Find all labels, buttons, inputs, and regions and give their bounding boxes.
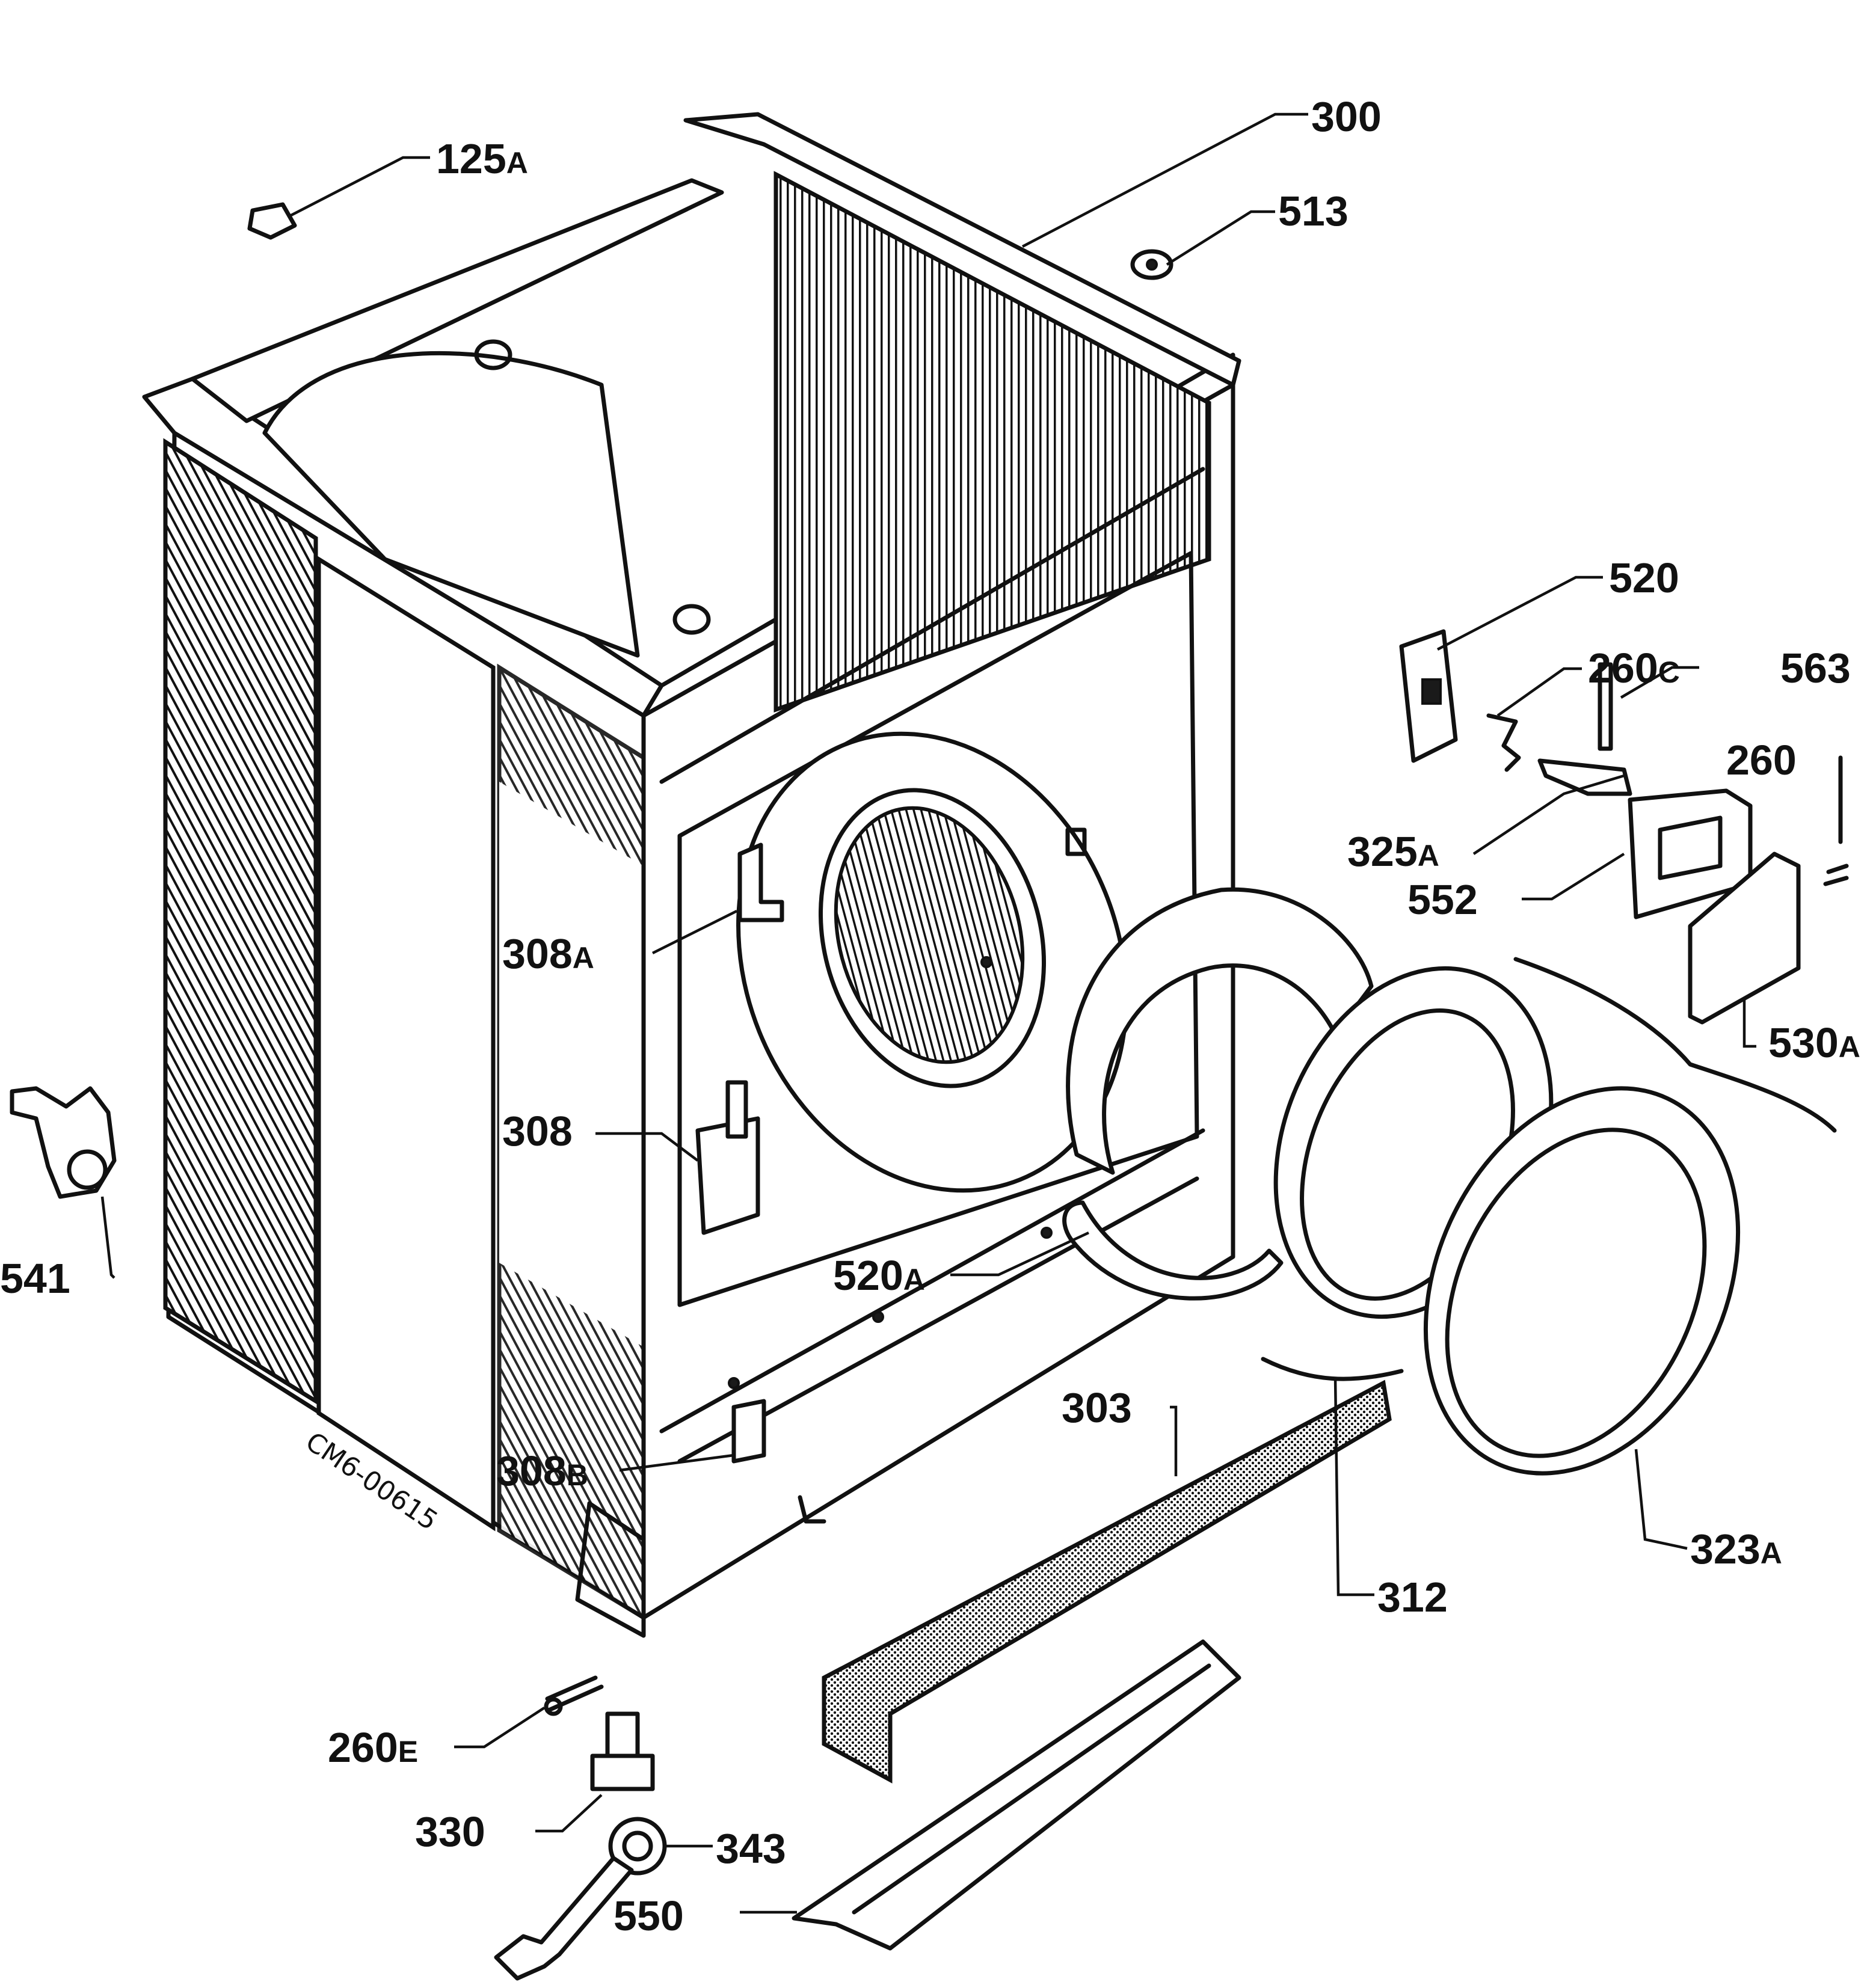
part-label-260c: 260C	[1588, 645, 1680, 692]
part-label-520: 520	[1609, 554, 1679, 601]
lever-325a	[1537, 758, 1632, 796]
catch-552	[1628, 788, 1753, 919]
door-ring-323a	[1423, 1086, 1741, 1476]
door-lock-520	[1399, 629, 1458, 763]
spanner-550	[494, 1856, 634, 1981]
cabinet-frame	[142, 112, 1241, 1638]
part-label-308: 308	[502, 1108, 573, 1155]
adjustable-foot-330	[590, 1711, 655, 1791]
part-label-541: 541	[0, 1255, 70, 1302]
part-label-550: 550	[614, 1892, 684, 1939]
hose-clamp-541	[10, 1086, 117, 1199]
door-frame-520a	[1062, 887, 1374, 1301]
part-label-330: 330	[415, 1808, 485, 1855]
part-label-343: 343	[716, 1825, 786, 1872]
door-hinge-bracket-308a	[737, 842, 784, 922]
bracket-line-530a	[1513, 957, 1837, 1133]
part-label-308b: 308B	[496, 1447, 588, 1494]
part-label-300: 300	[1311, 93, 1382, 140]
leader-lines	[100, 112, 1756, 1914]
part-label-308a: 308A	[502, 930, 594, 977]
nut-343	[608, 1817, 667, 1876]
part-label-325a: 325A	[1347, 828, 1439, 875]
part-label-312: 312	[1377, 1574, 1448, 1621]
part-label-260: 260	[1726, 737, 1797, 784]
base-rail-550	[792, 1639, 1241, 1951]
part-label-530a: 530A	[1768, 1019, 1860, 1066]
part-label-303: 303	[1062, 1384, 1132, 1431]
part-label-552: 552	[1407, 876, 1478, 923]
part-label-260e: 260E	[328, 1724, 418, 1771]
part-label-323a: 323A	[1690, 1526, 1782, 1572]
cotter-pin-260e	[544, 1675, 604, 1716]
part-label-520a: 520A	[833, 1252, 925, 1299]
plug-513	[1130, 249, 1173, 280]
cover-530a	[1688, 851, 1801, 1025]
spring-260c	[1486, 713, 1521, 772]
kick-plate-303	[822, 1379, 1392, 1784]
part-label-563: 563	[1780, 645, 1851, 692]
pin-563	[1598, 662, 1613, 751]
part-labels: 125A 300 513 520 260C 563 260 325A 552 5…	[0, 93, 1860, 1939]
part-label-513: 513	[1278, 188, 1349, 235]
spring-260	[1823, 755, 1849, 886]
clip-125a	[247, 202, 297, 240]
part-label-125a: 125A	[436, 135, 528, 182]
hinge-308b	[731, 1399, 766, 1464]
